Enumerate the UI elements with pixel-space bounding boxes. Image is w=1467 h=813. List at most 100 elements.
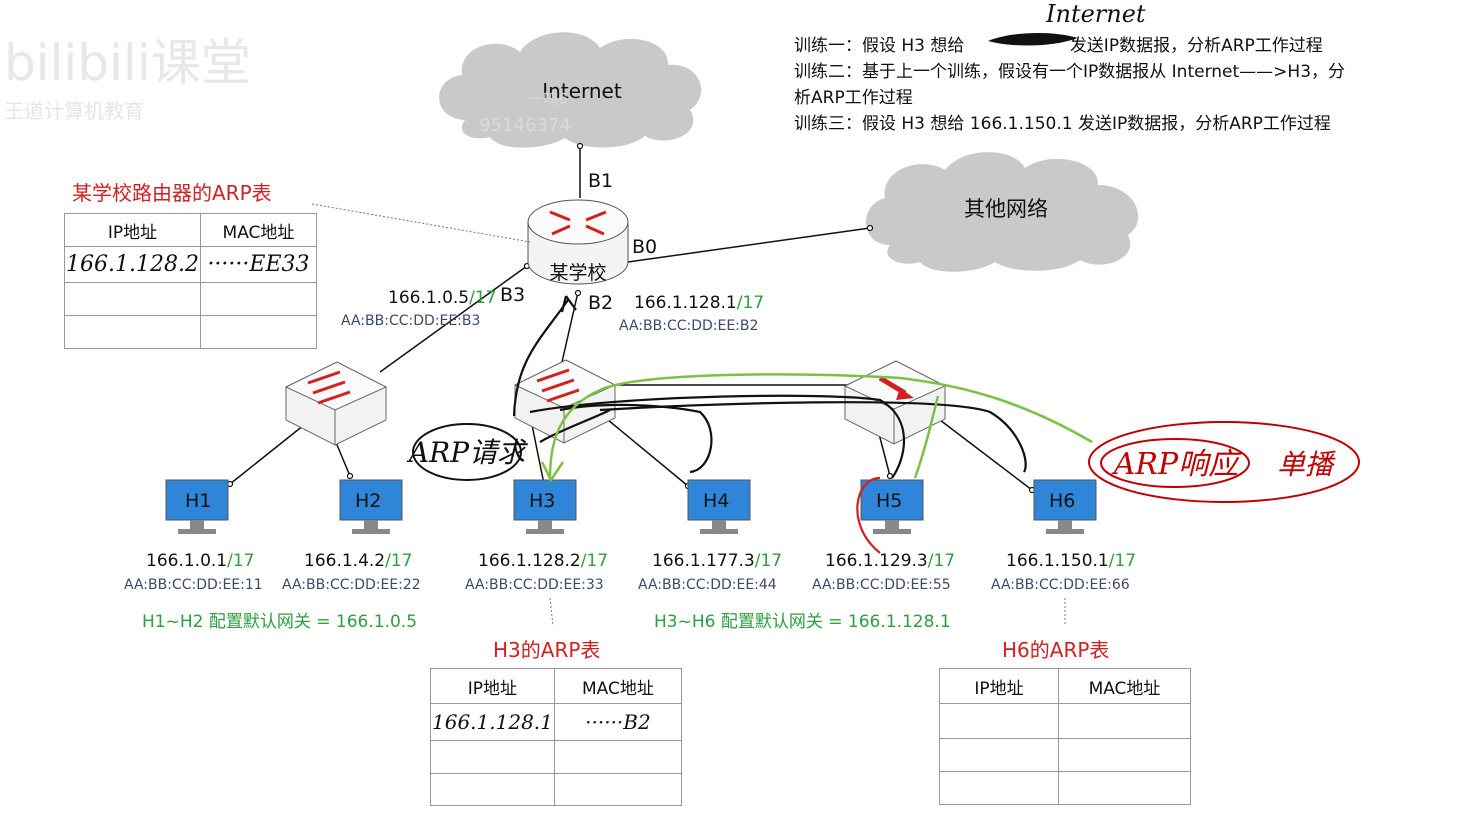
watermark-logo: bilibili课堂 bbox=[4, 34, 251, 92]
scribble-mark bbox=[988, 32, 1078, 46]
router-arp-row-ip: 166.1.128.2 bbox=[64, 246, 201, 283]
h3-arp-header-ip: IP地址 bbox=[430, 668, 555, 704]
host-h1-label: H1 bbox=[185, 490, 212, 512]
h3-arp-table: IP地址 MAC地址 166.1.128.1 ······B2 bbox=[430, 668, 683, 806]
switch-left bbox=[284, 361, 388, 446]
arp-request-circle bbox=[412, 423, 522, 481]
port-b1: B1 bbox=[588, 170, 614, 192]
h3-arp-row-ip: 166.1.128.1 bbox=[430, 703, 555, 741]
task-1-handwritten-target: Internet bbox=[1046, 0, 1146, 28]
arp-reply-note: ARP响应 bbox=[1111, 447, 1242, 482]
host-h5-ip: 166.1.129.3 bbox=[825, 551, 928, 571]
router-arrows-icon bbox=[549, 210, 607, 236]
h6-arp-table: IP地址 MAC地址 bbox=[939, 668, 1191, 805]
host-h1-icon[interactable] bbox=[165, 479, 229, 534]
host-h5-address: 166.1.129.3/17 bbox=[825, 551, 955, 571]
h6-arp-row-ip bbox=[939, 703, 1059, 739]
router: 某学校 bbox=[527, 199, 629, 285]
b2-ip: 166.1.128.1 bbox=[634, 293, 737, 313]
host-h3-label: H3 bbox=[529, 490, 556, 512]
host-h4-mask: /17 bbox=[754, 551, 783, 571]
host-h4-ip: 166.1.177.3 bbox=[652, 551, 755, 571]
ghost-text-2: 95146374 bbox=[479, 115, 571, 136]
arp-request-note: ARP请求 bbox=[406, 436, 528, 469]
h3-arp-row-mac bbox=[553, 740, 683, 774]
port-b2: B2 bbox=[588, 292, 614, 314]
host-h3-mask: /17 bbox=[580, 551, 609, 571]
host-h2-icon[interactable] bbox=[339, 479, 403, 534]
host-h6-mac: AA:BB:CC:DD:EE:66 bbox=[991, 577, 1130, 593]
arp-broadcast-strokes bbox=[512, 295, 1027, 479]
host-h2-address: 166.1.4.2/17 bbox=[304, 551, 412, 571]
h5-highlight-stroke bbox=[856, 476, 881, 554]
h6-arp-row-ip bbox=[939, 738, 1059, 772]
port-b0: B0 bbox=[632, 236, 658, 258]
host-h3-address: 166.1.128.2/17 bbox=[478, 551, 608, 571]
host-h6-ip: 166.1.150.1 bbox=[1006, 551, 1109, 571]
router-arp-row-ip bbox=[64, 282, 201, 316]
b2-address: 166.1.128.1/17 bbox=[634, 293, 764, 313]
h3-arp-pointer bbox=[549, 597, 554, 627]
arp-reply-inner-circle bbox=[1100, 438, 1250, 488]
h3-arp-row-ip bbox=[430, 740, 555, 774]
ghost-text-1: 一鸣6 bbox=[528, 90, 568, 108]
host-h1-ip: 166.1.0.1 bbox=[146, 551, 228, 571]
host-h6-icon[interactable] bbox=[1033, 479, 1097, 534]
router-arp-table: IP地址 MAC地址 166.1.128.2 ······EE33 bbox=[64, 213, 318, 349]
h6-arp-header-mac: MAC地址 bbox=[1058, 668, 1191, 704]
host-h4-mac: AA:BB:CC:DD:EE:44 bbox=[638, 577, 777, 593]
router-arp-pointer bbox=[311, 203, 531, 243]
b3-mask: /17 bbox=[469, 288, 497, 308]
router-arp-header-mac: MAC地址 bbox=[199, 213, 318, 247]
host-h2-mask: /17 bbox=[385, 551, 413, 571]
host-h1-address: 166.1.0.1/17 bbox=[146, 551, 254, 571]
h3-arp-row-mac: ······B2 bbox=[553, 703, 683, 741]
switch-arrows-icon bbox=[536, 368, 580, 403]
gateway-note-h3-h6: H3~H6 配置默认网关 = 166.1.128.1 bbox=[654, 612, 951, 632]
b2-mac: AA:BB:CC:DD:EE:B2 bbox=[619, 318, 759, 334]
h3-arp-title: H3的ARP表 bbox=[493, 638, 601, 662]
host-h2-ip: 166.1.4.2 bbox=[304, 551, 386, 571]
host-h2-label: H2 bbox=[355, 490, 382, 512]
unicast-note: 单播 bbox=[1277, 448, 1336, 481]
host-h4-icon[interactable] bbox=[687, 479, 751, 534]
task-2-line-1: 训练二：基于上一个训练，假设有一个IP数据报从 Internet——>H3，分 bbox=[794, 62, 1346, 82]
host-h6-label: H6 bbox=[1049, 490, 1076, 512]
task-1-text-b: 发送IP数据报，分析ARP工作过程 bbox=[1069, 36, 1323, 56]
task-3: 训练三：假设 H3 想给 166.1.150.1 发送IP数据报，分析ARP工作… bbox=[794, 114, 1331, 134]
b2-mask: /17 bbox=[736, 293, 765, 313]
router-arp-row-mac bbox=[199, 315, 318, 349]
router-arp-row-ip bbox=[64, 315, 201, 349]
other-network-cloud: 其他网络 bbox=[866, 152, 1139, 272]
gateway-note-h1-h2: H1~H2 配置默认网关 = 166.1.0.5 bbox=[142, 612, 418, 632]
other-network-label: 其他网络 bbox=[964, 197, 1048, 221]
router-arp-header-ip: IP地址 bbox=[64, 213, 201, 247]
host-h4-address: 166.1.177.3/17 bbox=[652, 551, 782, 571]
host-h2-mac: AA:BB:CC:DD:EE:22 bbox=[282, 577, 421, 593]
h3-arp-header-mac: MAC地址 bbox=[553, 668, 683, 704]
host-h3-ip: 166.1.128.2 bbox=[478, 551, 581, 571]
arp-reply-outer-circle bbox=[1088, 421, 1360, 503]
host-h5-icon[interactable] bbox=[860, 479, 924, 534]
host-h6-address: 166.1.150.1/17 bbox=[1006, 551, 1136, 571]
b3-address: 166.1.0.5/17 bbox=[388, 288, 496, 308]
watermark-sub: 王道计算机教育 bbox=[4, 99, 144, 123]
host-h5-label: H5 bbox=[876, 490, 903, 512]
host-h3-mac: AA:BB:CC:DD:EE:33 bbox=[465, 577, 604, 593]
h6-arp-row-mac bbox=[1058, 738, 1191, 772]
h6-arp-header-ip: IP地址 bbox=[939, 668, 1059, 704]
port-b3: B3 bbox=[500, 284, 526, 306]
internet-cloud: Internet 一鸣6 95146374 bbox=[439, 32, 702, 148]
router-arp-row-mac: ······EE33 bbox=[199, 246, 318, 283]
internet-cloud-label: Internet bbox=[542, 79, 622, 103]
h6-arp-title: H6的ARP表 bbox=[1002, 638, 1110, 662]
router-arp-title: 某学校路由器的ARP表 bbox=[72, 181, 272, 205]
host-h4-label: H4 bbox=[703, 490, 730, 512]
b3-ip: 166.1.0.5 bbox=[388, 288, 470, 308]
host-h3-icon[interactable] bbox=[513, 479, 577, 534]
router-name: 某学校 bbox=[549, 262, 606, 284]
h6-arp-row-mac bbox=[1058, 771, 1191, 805]
arp-reply-green-strokes bbox=[540, 373, 1093, 483]
h3-arp-row-mac bbox=[553, 773, 683, 806]
